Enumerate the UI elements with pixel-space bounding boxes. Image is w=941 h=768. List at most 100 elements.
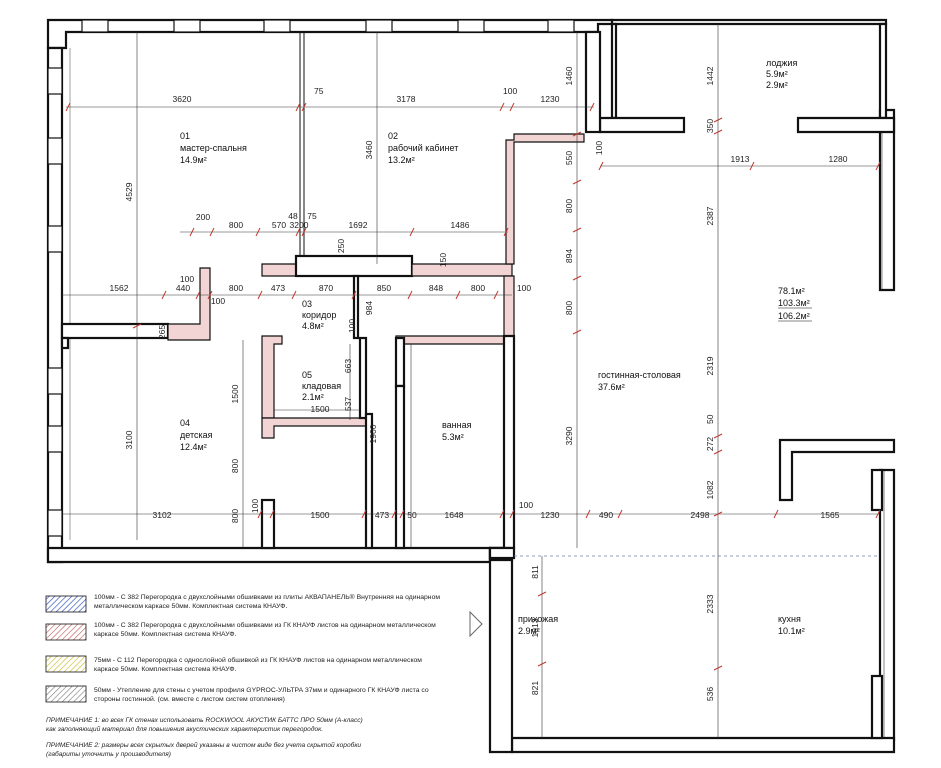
dim-label: 3200 (290, 220, 309, 230)
dim-label: 800 (229, 283, 243, 293)
dim-label: 537 (343, 397, 353, 411)
dim-label: 894 (564, 249, 574, 263)
dim-label: 1442 (705, 66, 715, 85)
dim-label: 663 (343, 359, 353, 373)
room-02-area: 13.2м² (388, 155, 415, 165)
room-01-name: мастер-спальня (180, 143, 247, 153)
dim-label: 265 (157, 325, 167, 339)
hall-name: прихожая (518, 614, 558, 624)
legend: 100мм - С 382 Перегородка с двухслойными… (45, 593, 440, 703)
interior-walls (60, 30, 896, 740)
dim-label: 100 (517, 283, 531, 293)
legend-3-line2: каркасе 50мм. Комплектная система КНАУФ. (94, 666, 237, 673)
dim-label: 1565 (821, 510, 840, 520)
notes: ПРИМЕЧАНИЕ 1: во всех ГК стенах использо… (46, 717, 363, 758)
note-2-line2: (габариты уточнить у производителя) (46, 750, 171, 758)
room-05-area: 2.1м² (302, 392, 324, 402)
dim-label: 800 (230, 509, 240, 523)
room-04-name: детская (180, 430, 213, 440)
dim-label: 3178 (397, 94, 416, 104)
loggia-name: лоджия (766, 58, 797, 68)
dim-label: 150 (438, 253, 448, 267)
legend-4-line1: 50мм - Утепление для стены с учетом проф… (94, 687, 429, 694)
windows (47, 19, 885, 738)
total-area-b: 103.3м² (778, 298, 810, 308)
dim-label: 250 (336, 239, 346, 253)
dim-label: 870 (319, 283, 333, 293)
dim-label: 272 (705, 437, 715, 451)
dim-label: 100 (250, 499, 260, 513)
dim-label: 1460 (564, 66, 574, 85)
dim-label: 440 (176, 283, 190, 293)
dim-label: 800 (229, 220, 243, 230)
dim-label: 1500 (311, 404, 330, 414)
dim-label: 3100 (124, 430, 134, 449)
legend-swatch-gray (45, 685, 87, 703)
dim-label: 1082 (705, 480, 715, 499)
dim-label: 984 (364, 301, 374, 315)
dim-label: 1562 (110, 283, 129, 293)
loggia-area-1: 5.9м² (766, 69, 788, 79)
kitchen-area: 10.1м² (778, 626, 805, 636)
room-05-number: 05 (302, 370, 312, 380)
kitchen-name: кухня (778, 614, 801, 624)
dim-label: 100 (180, 274, 194, 284)
dim-label: 48 (288, 211, 298, 221)
triangle-arrow-icon (469, 610, 483, 638)
dim-label: 50 (407, 510, 417, 520)
living-area: 37.6м² (598, 382, 625, 392)
legend-swatch-pink (45, 623, 87, 641)
dim-label: 821 (530, 681, 540, 695)
room-02-number: 02 (388, 131, 398, 141)
dim-label: 2498 (691, 510, 710, 520)
dim-label: 3620 (173, 94, 192, 104)
dim-label: 100 (211, 296, 225, 306)
bathroom-area: 5.3м² (442, 432, 464, 442)
living-name: гостинная-столовая (598, 370, 681, 380)
room-01-number: 01 (180, 131, 190, 141)
dim-label: 1486 (451, 220, 470, 230)
dim-label: 550 (564, 151, 574, 165)
room-labels: 01 мастер-спальня 14.9м² 02 рабочий каби… (180, 58, 812, 636)
dim-label: 50 (705, 414, 715, 424)
dim-label: 1230 (541, 510, 560, 520)
room-05-name: кладовая (302, 381, 341, 391)
dim-label: 2319 (705, 356, 715, 375)
note-2-line1: ПРИМЕЧАНИЕ 2: размеры всех скрытых двере… (46, 741, 361, 749)
dim-label: 100 (347, 319, 357, 333)
dim-label: 570 (272, 220, 286, 230)
room-04-number: 04 (180, 418, 190, 428)
dim-label: 3290 (564, 426, 574, 445)
dim-label: 1500 (230, 384, 240, 403)
dim-label: 800 (471, 283, 485, 293)
dim-label: 3102 (153, 510, 172, 520)
room-03-area: 4.8м² (302, 321, 324, 331)
dim-label: 1280 (829, 154, 848, 164)
outer-walls (46, 18, 896, 754)
dim-label: 75 (307, 211, 317, 221)
dim-label: 3460 (364, 140, 374, 159)
legend-3-line1: 75мм - С 112 Перегородка с однослойной о… (94, 656, 422, 664)
dim-label: 1013 (530, 618, 540, 637)
legend-2-line1: 100мм - С 382 Перегородка с двухслойными… (94, 621, 436, 629)
dim-label: 1692 (349, 220, 368, 230)
legend-swatch-yellow (45, 655, 87, 673)
dim-label: 473 (375, 510, 389, 520)
loggia-area-2: 2.9м² (766, 80, 788, 90)
dim-label: 800 (230, 459, 240, 473)
room-02-name: рабочий кабинет (388, 143, 458, 153)
total-area-c: 106.2м² (778, 311, 810, 321)
dim-label: 75 (314, 86, 324, 96)
dim-label: 1500 (311, 510, 330, 520)
dim-label: 536 (705, 687, 715, 701)
hall-area: 2.9м² (518, 626, 540, 636)
bathroom-name: ванная (442, 420, 472, 430)
legend-4-line2: стороны гостинной. (см. вместе с листом … (94, 695, 285, 703)
dim-label: 800 (564, 301, 574, 315)
dim-label: 2387 (705, 206, 715, 225)
dim-label: 1900 (368, 424, 378, 443)
dim-label: 1648 (445, 510, 464, 520)
dim-label: 200 (196, 212, 210, 222)
dim-label: 2333 (705, 594, 715, 613)
